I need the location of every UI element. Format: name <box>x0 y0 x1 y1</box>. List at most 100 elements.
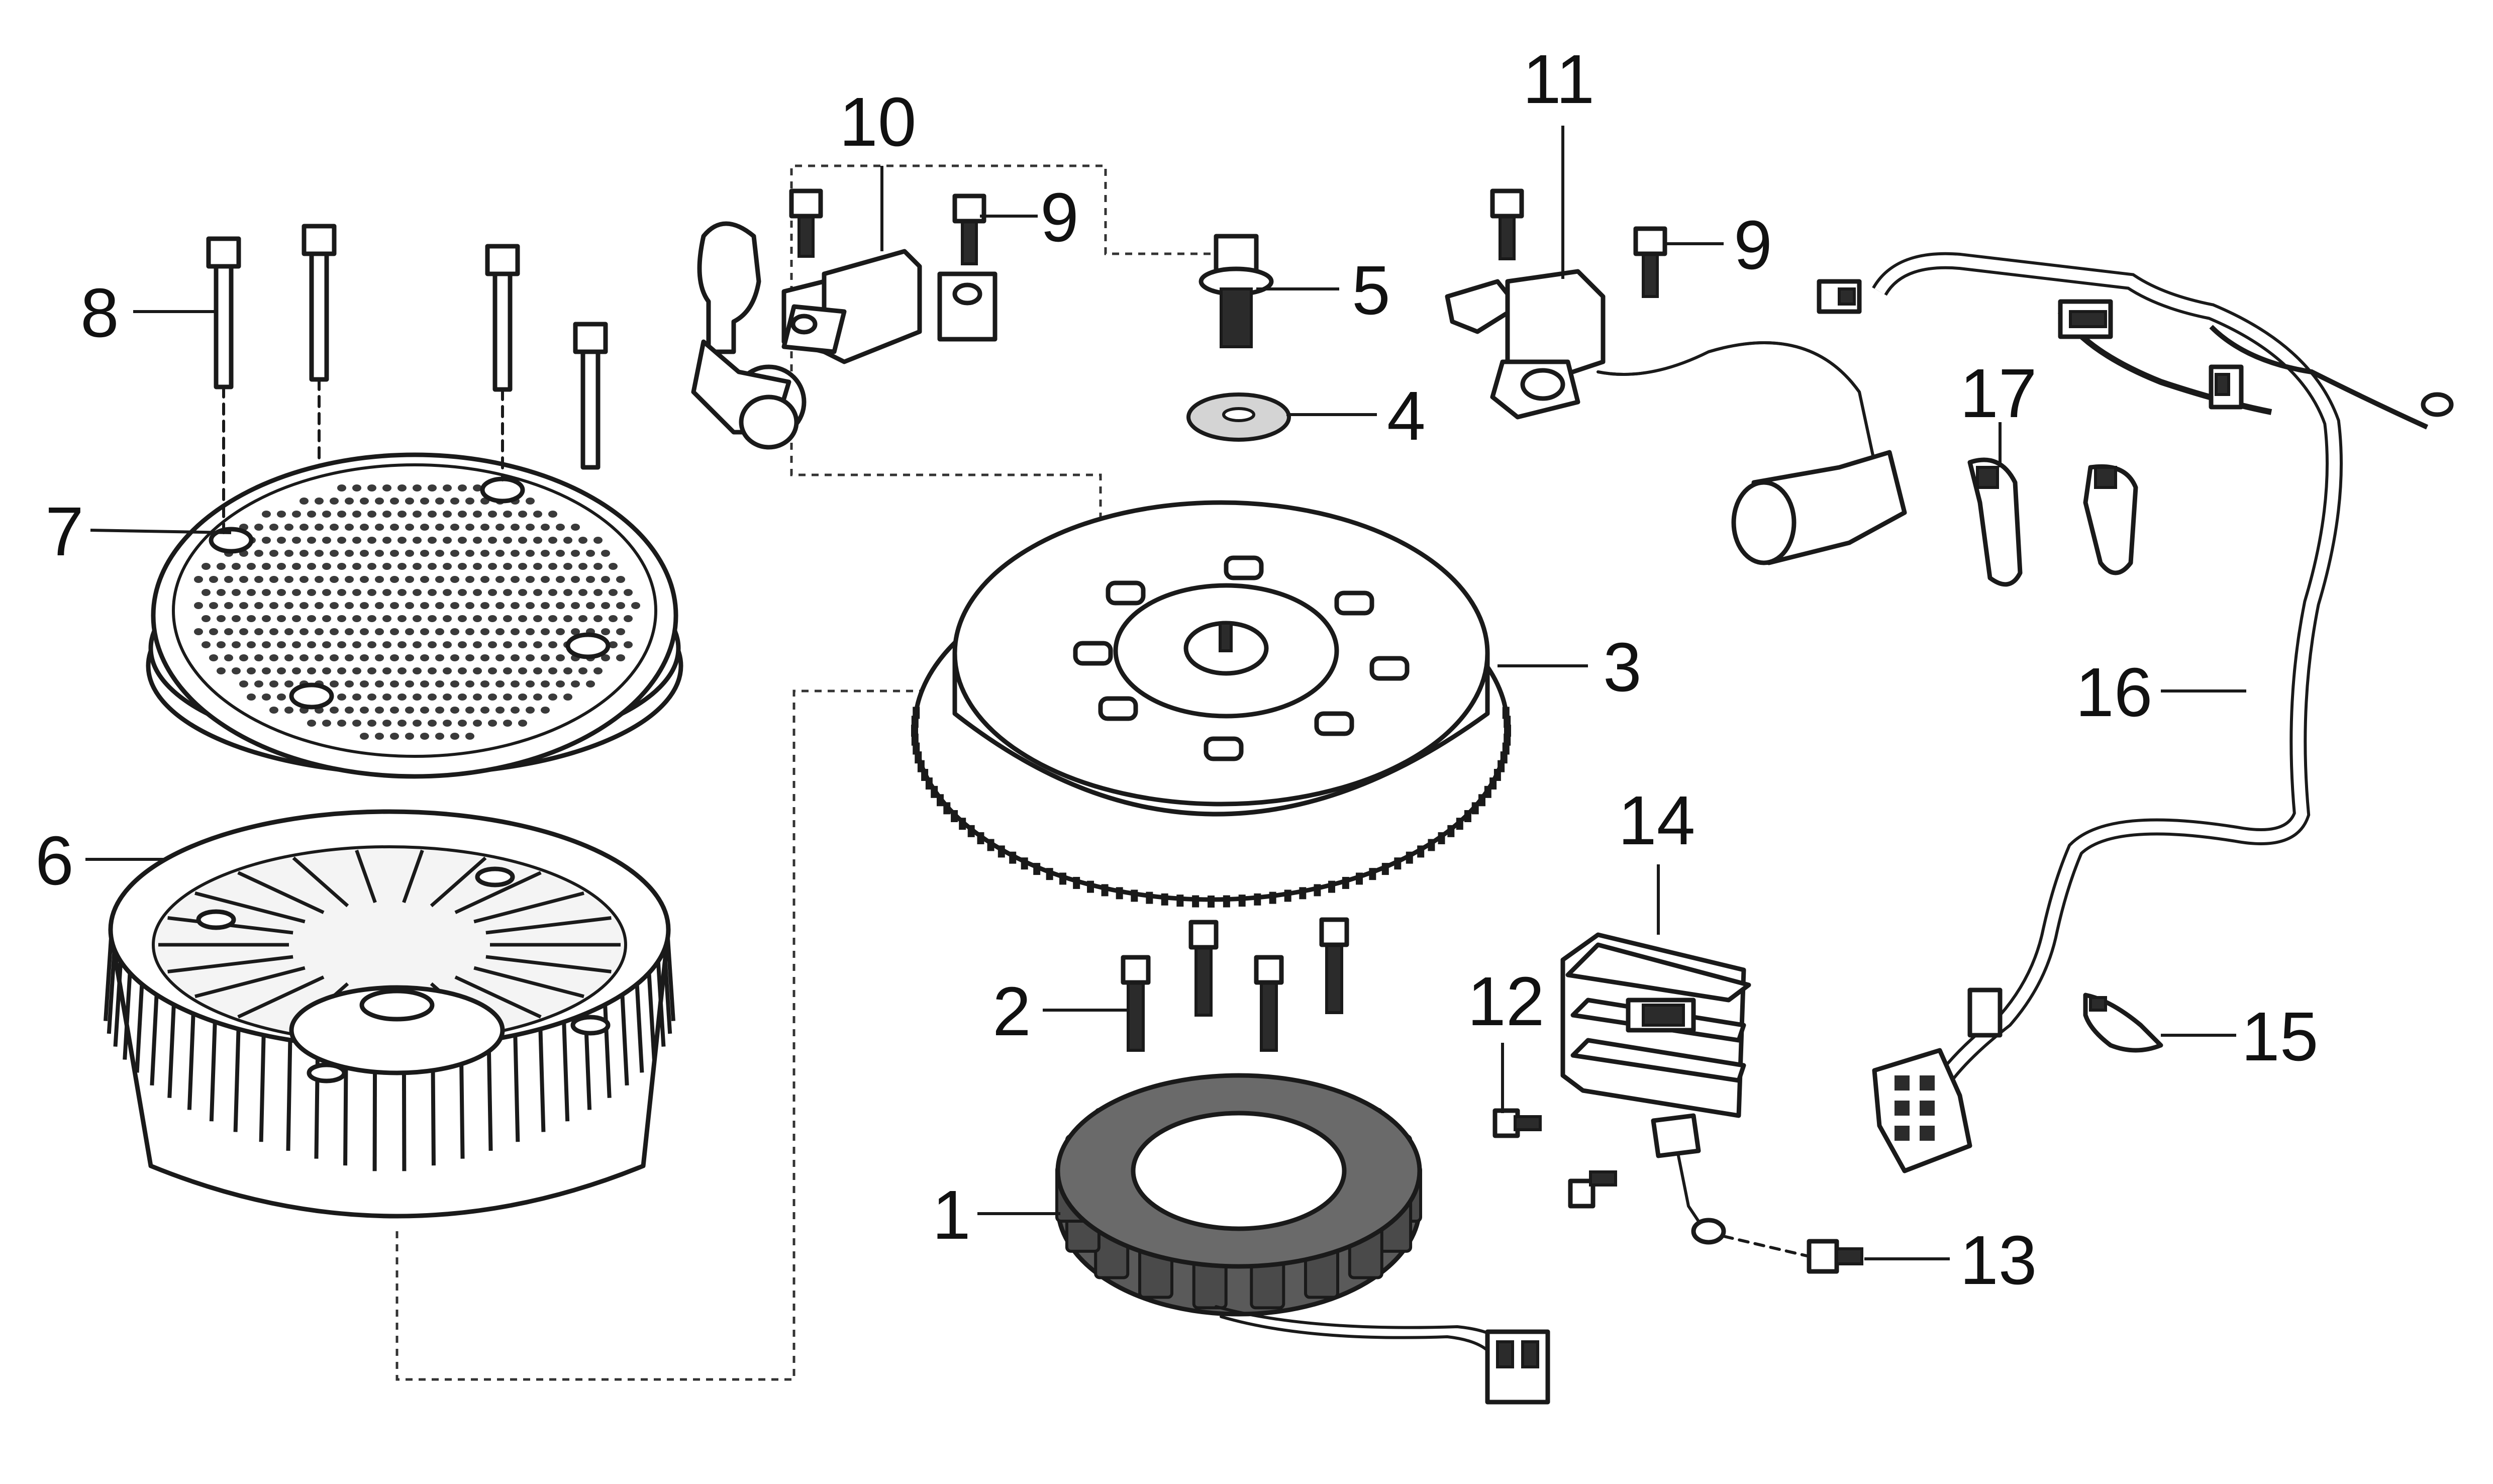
fan-fin <box>259 1035 266 1142</box>
mesh-hole <box>337 667 346 674</box>
fan-blade <box>292 856 349 908</box>
mesh-hole <box>593 589 603 596</box>
mesh-hole <box>337 589 346 596</box>
callout-9-right: 9 <box>1734 207 1772 284</box>
mesh-hole <box>300 524 309 531</box>
mesh-hole <box>465 707 474 714</box>
gear-tooth <box>951 810 958 822</box>
mesh-hole <box>322 615 331 622</box>
mesh-hole <box>601 654 610 661</box>
mesh-hole <box>413 720 422 727</box>
mesh-hole <box>352 589 361 596</box>
mesh-hole <box>541 707 550 714</box>
mesh-hole <box>450 576 459 583</box>
mesh-hole <box>495 628 505 635</box>
mesh-hole <box>292 615 301 622</box>
mesh-hole <box>322 511 331 518</box>
screen-bolts <box>206 224 608 534</box>
mesh-hole <box>300 576 309 583</box>
mesh-hole <box>367 511 376 518</box>
mesh-hole <box>458 667 467 674</box>
gear-tooth <box>987 839 994 851</box>
mesh-hole <box>397 720 407 727</box>
mesh-hole <box>367 615 376 622</box>
mesh-hole <box>609 589 618 596</box>
gear-tooth <box>1021 857 1028 870</box>
mesh-hole <box>556 654 565 661</box>
mesh-hole <box>239 576 248 583</box>
mesh-hole <box>360 602 369 609</box>
mesh-hole <box>480 628 489 635</box>
mesh-hole <box>450 733 459 740</box>
mesh-hole <box>541 602 550 609</box>
mesh-hole <box>503 537 512 544</box>
mesh-hole <box>428 667 437 674</box>
mesh-hole <box>315 654 324 661</box>
mesh-hole <box>367 484 376 491</box>
mesh-hole <box>518 615 527 622</box>
callout-14: 14 <box>1618 782 1696 859</box>
mesh-hole <box>526 707 535 714</box>
mesh-hole <box>541 654 550 661</box>
mesh-hole <box>360 680 369 687</box>
mesh-hole <box>450 524 459 531</box>
gear-tooth <box>1438 832 1445 844</box>
mesh-hole <box>541 680 550 687</box>
mesh-hole <box>269 550 278 557</box>
mesh-hole <box>382 563 391 570</box>
mesh-hole <box>307 563 316 570</box>
mesh-hole <box>413 641 422 648</box>
mesh-hole <box>360 498 369 505</box>
mesh-hole <box>480 550 489 557</box>
gear-tooth <box>1059 872 1066 885</box>
mesh-hole <box>526 680 535 687</box>
gear-tooth <box>1116 887 1123 900</box>
mesh-hole <box>262 667 271 674</box>
mesh-hole <box>397 589 407 596</box>
mesh-hole <box>202 563 211 570</box>
fan-screen <box>146 452 683 779</box>
callout-5: 5 <box>1352 252 1390 329</box>
mesh-hole <box>345 550 354 557</box>
mesh-hole <box>269 602 278 609</box>
mesh-hole <box>473 667 482 674</box>
mesh-hole <box>526 654 535 661</box>
mesh-hole <box>428 641 437 648</box>
mesh-hole <box>548 641 557 648</box>
mesh-hole <box>518 694 527 701</box>
mesh-hole <box>232 667 241 674</box>
mesh-hole <box>443 484 452 491</box>
gear-tooth <box>1484 785 1491 798</box>
mesh-hole <box>315 628 324 635</box>
plug-pin <box>1894 1126 1910 1141</box>
gear-tooth <box>1254 893 1261 906</box>
mesh-hole <box>247 694 256 701</box>
callout-7: 7 <box>45 493 84 570</box>
mesh-hole <box>616 628 625 635</box>
fan-fin <box>123 972 132 1060</box>
mesh-hole <box>352 511 361 518</box>
mesh-hole <box>495 550 505 557</box>
mesh-hole <box>541 576 550 583</box>
mesh-hole <box>382 720 391 727</box>
fan-fin <box>513 1035 520 1142</box>
gear-tooth <box>1314 884 1321 897</box>
mesh-hole <box>556 576 565 583</box>
mesh-hole <box>420 498 429 505</box>
mesh-hole <box>495 602 505 609</box>
mesh-hole <box>254 550 263 557</box>
mesh-hole <box>428 694 437 701</box>
plug-pin <box>1920 1075 1935 1091</box>
mesh-hole <box>511 524 520 531</box>
fan-blade <box>473 966 584 999</box>
fan-fins <box>104 849 675 1171</box>
gear-tooth <box>1192 895 1200 908</box>
mesh-hole <box>503 563 512 570</box>
fan-blade <box>454 975 542 1019</box>
mesh-hole <box>435 550 444 557</box>
mesh-hole <box>420 733 429 740</box>
assembly-path-line <box>395 164 1234 1381</box>
mesh-hole <box>541 628 550 635</box>
mesh-hole <box>556 524 565 531</box>
mesh-hole <box>382 589 391 596</box>
